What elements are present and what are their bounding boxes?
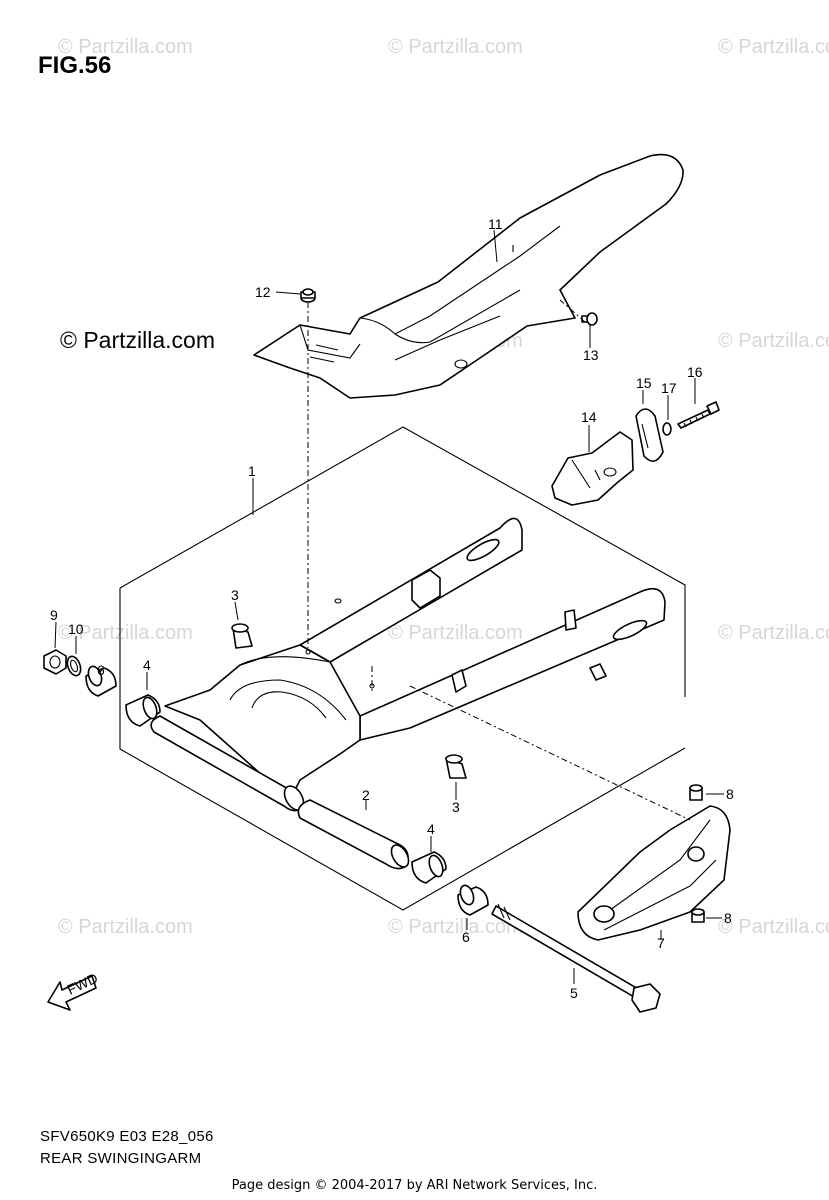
bearing-4-right[interactable] [411,851,447,884]
washer-17[interactable] [662,422,672,436]
callout-13: 13 [583,347,599,363]
callout-17: 17 [661,380,677,396]
callout-11: 11 [488,216,503,232]
adjuster-plate-14[interactable] [551,431,634,506]
nut-9[interactable] [43,649,67,675]
callout-3: 3 [231,587,239,603]
bearing-3-lower[interactable] [445,754,467,779]
assembly-outline [119,426,686,911]
callout-5: 5 [570,985,578,1001]
spacer-6-left[interactable] [85,665,117,697]
callout-6: 6 [462,929,470,945]
callout-labels: 1 2 3 3 4 4 5 6 6 7 8 8 9 10 11 12 13 14… [50,216,734,1001]
chain-case-part[interactable] [253,153,684,399]
watermark: © Partzilla.com [718,622,829,644]
watermark: © Partzilla.com [58,622,193,644]
bearing-3-upper[interactable] [231,623,253,649]
swingarm-part[interactable] [150,517,666,813]
callout-9: 9 [50,607,58,623]
watermark: © Partzilla.com [58,916,193,938]
bolt-8-upper[interactable] [689,784,703,801]
leader-lines [54,229,724,984]
callout-14: 14 [581,409,597,425]
spacer-6-right[interactable] [457,884,489,916]
watermark: © Partzilla.com [388,36,523,58]
guard-bracket-7[interactable] [577,805,731,941]
washer-10[interactable] [65,655,83,678]
watermark: © Partzilla.com [388,622,523,644]
fwd-arrow-icon: FWD [47,970,100,1011]
bearing-4-left[interactable] [125,694,161,727]
callout-3: 3 [452,799,460,815]
callout-15: 15 [636,375,652,391]
callout-8: 8 [726,786,734,802]
screw-13[interactable] [581,312,598,326]
watermark: © Partzilla.com [718,36,829,58]
diagram-title: REAR SWINGINGARM [40,1150,202,1167]
watermark: © Partzilla.com [718,330,829,352]
bolt-12[interactable] [300,288,316,303]
watermark: © Partzilla.com [58,36,193,58]
callout-12: 12 [255,284,271,300]
figure-title: FIG.56 [38,52,112,79]
pivot-shaft-5[interactable] [491,903,661,1013]
copyright-notice: © Partzilla.com [60,327,215,353]
callout-1: 1 [248,463,256,479]
bolt-16[interactable] [677,401,720,429]
plate-15[interactable] [635,408,664,462]
callout-16: 16 [687,364,703,380]
watermark: © Partzilla.com [388,916,523,938]
watermark: © Partzilla.com [718,916,829,938]
callout-10: 10 [68,621,84,637]
bolt-8-lower[interactable] [691,908,705,923]
callout-4: 4 [427,821,435,837]
model-code: SFV650K9 E03 E28_056 [40,1128,214,1145]
callout-7: 7 [657,935,665,951]
callout-6: 6 [97,662,105,678]
pivot-tube-2[interactable] [297,799,412,870]
callout-2: 2 [362,787,370,803]
page-footer: Page design © 2004-2017 by ARI Network S… [231,1178,598,1193]
callout-4: 4 [143,657,151,673]
callout-8: 8 [724,910,732,926]
